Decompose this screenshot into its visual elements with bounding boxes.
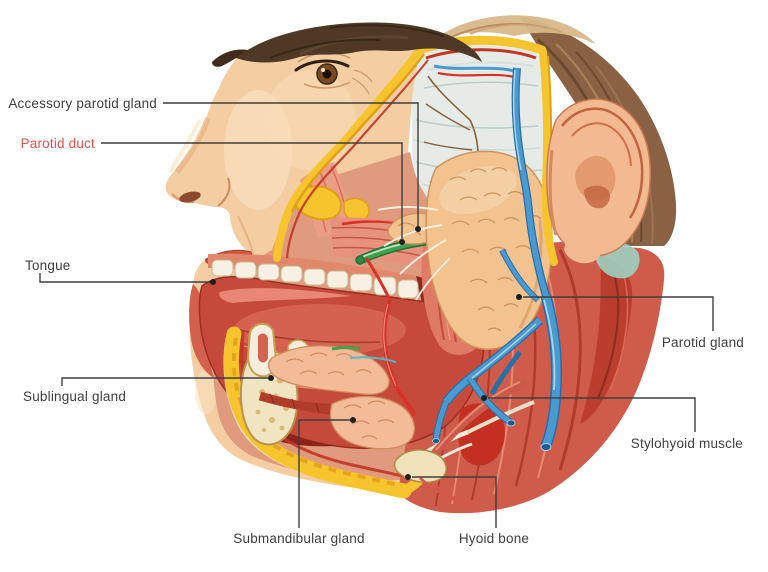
leader-submandibular-gland (298, 419, 350, 528)
label-sublingual-gland: Sublingual gland (23, 389, 126, 404)
leader-accessory-parotid-gland (163, 102, 419, 226)
labels: Accessory parotid gland Parotid duct Ton… (8, 96, 744, 546)
leader-tongue (39, 273, 210, 283)
nostril (179, 191, 201, 203)
leader-stylohyoid-muscle (488, 397, 696, 432)
label-hyoid-bone: Hyoid bone (459, 531, 529, 546)
label-parotid-duct: Parotid duct (21, 136, 95, 151)
veins (432, 67, 562, 451)
label-accessory-parotid-gland: Accessory parotid gland (8, 96, 157, 111)
label-stylohyoid-muscle: Stylohyoid muscle (631, 436, 743, 451)
leader-sublingual-gland (61, 377, 268, 386)
facial-nerve-branches (377, 206, 451, 301)
label-tongue: Tongue (25, 258, 71, 273)
hair-front (236, 22, 482, 63)
leader-lines (39, 102, 714, 528)
leader-parotid-duct (101, 142, 403, 239)
left-eyebrow (212, 49, 248, 67)
leader-parotid-gland (523, 296, 714, 331)
submandibular-gland-shape (329, 395, 415, 450)
stylohyoid-shape (428, 380, 528, 460)
ear (546, 98, 652, 264)
earlobe (564, 234, 602, 264)
label-parotid-gland: Parotid gland (662, 335, 744, 350)
label-submandibular-gland: Submandibular gland (233, 531, 364, 546)
leader-hyoid-bone (412, 476, 497, 528)
